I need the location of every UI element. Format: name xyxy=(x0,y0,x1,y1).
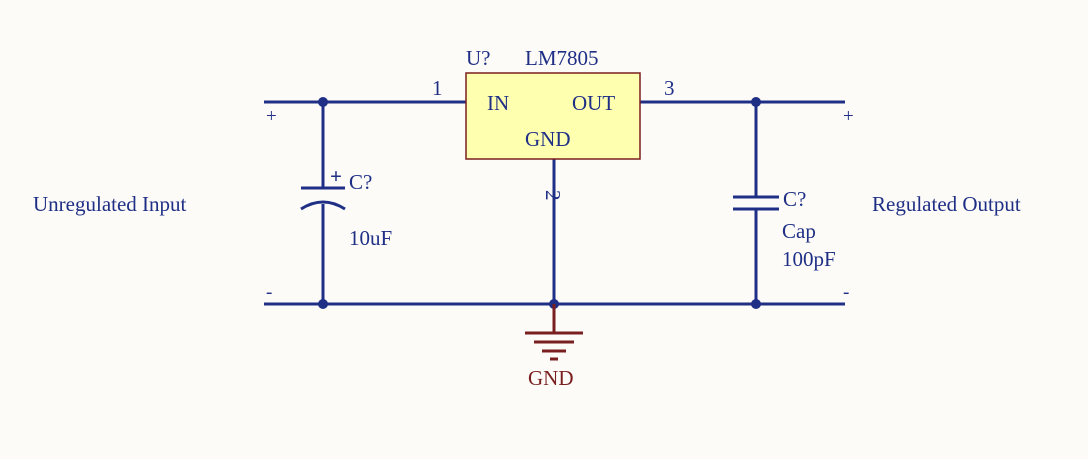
regulator-ic: U? LM7805 IN OUT GND 1 3 2 xyxy=(432,46,675,201)
output-plus-label: + xyxy=(843,106,854,127)
ic-pin-in-label: IN xyxy=(487,91,509,115)
junction-output-bottom xyxy=(751,299,761,309)
junction-input-bottom xyxy=(318,299,328,309)
ic-pin-out-number: 3 xyxy=(664,76,675,100)
output-capacitor: C? Cap 100pF xyxy=(733,187,836,271)
c1-polarity-plus: + xyxy=(330,164,342,188)
ic-pin-gnd-label: GND xyxy=(525,127,571,151)
regulated-output-label: Regulated Output xyxy=(872,192,1021,216)
ic-part-number: LM7805 xyxy=(525,46,599,70)
ic-pin-in-number: 1 xyxy=(432,76,443,100)
c2-value: 100pF xyxy=(782,247,836,271)
input-minus-label: - xyxy=(266,282,272,303)
c2-designator: C? xyxy=(783,187,806,211)
ic-body xyxy=(465,72,641,160)
ic-designator: U? xyxy=(466,46,491,70)
junction-output-top xyxy=(751,97,761,107)
ic-pin-out-label: OUT xyxy=(572,91,615,115)
c1-value: 10uF xyxy=(349,226,392,250)
input-capacitor: + C? 10uF xyxy=(300,164,392,250)
output-minus-label: - xyxy=(843,282,849,303)
unregulated-input-label: Unregulated Input xyxy=(33,192,187,216)
c2-type: Cap xyxy=(782,219,816,243)
c1-plate-curved xyxy=(300,200,346,211)
ground-icon xyxy=(525,304,583,361)
input-plus-label: + xyxy=(266,106,277,127)
ground-label: GND xyxy=(528,366,574,390)
ic-pin-gnd-number: 2 xyxy=(541,190,565,201)
junction-input-top xyxy=(318,97,328,107)
c1-designator: C? xyxy=(349,170,372,194)
